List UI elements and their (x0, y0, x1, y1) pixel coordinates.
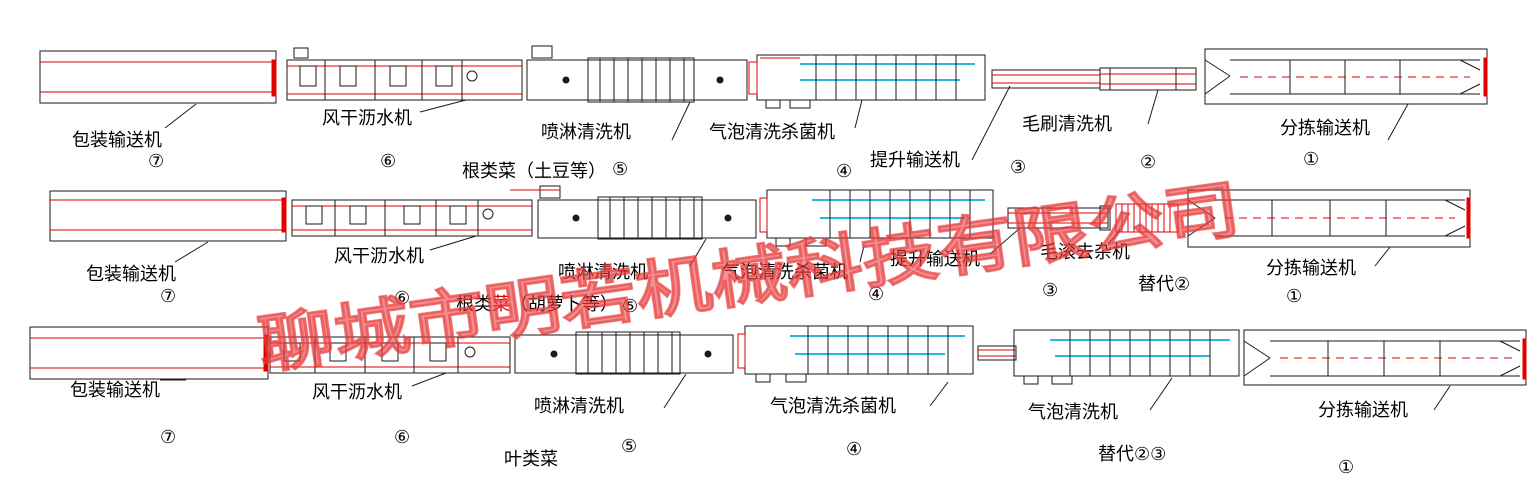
r3-packaging-conveyor-drawing (29, 326, 269, 380)
r2-category-suffix: （胡萝卜等） (510, 294, 618, 315)
r1-num-lift-conveyor: ③ (1010, 157, 1026, 178)
row-2-leaders (174, 227, 1391, 267)
r1-sorting-conveyor-drawing (1204, 48, 1488, 105)
r3-spray-washer-drawing (514, 331, 734, 375)
r1-num-air-dryer: ⑥ (380, 151, 396, 172)
r1-label-lift-conveyor: 提升输送机 (870, 150, 960, 171)
r3-sorting-conveyor-drawing (1243, 329, 1527, 386)
r2-label-roller-debris: 毛滚去杂机 (1040, 242, 1130, 263)
r2-packaging-conveyor-drawing (49, 190, 287, 242)
r1-num-bubble-sterilizer: ④ (836, 161, 852, 182)
row-3-equipment (29, 325, 1527, 386)
row-1-equipment (39, 45, 1488, 109)
row-1-leaders (164, 85, 1409, 161)
r1-num-packaging: ⑦ (148, 151, 164, 172)
r2-label-spray-washer: 喷淋清洗机 (558, 262, 648, 283)
r1-air-dryer-drawing (286, 47, 523, 101)
r3-num-packaging: ⑦ (160, 427, 176, 448)
r2-lift-conveyor-drawing (1007, 205, 1111, 231)
r1-num-brush-washer: ② (1140, 152, 1156, 173)
r1-label-sorting-conveyor: 分拣输送机 (1280, 118, 1370, 139)
r2-sorting-conveyor-drawing (1187, 189, 1471, 248)
row-3-leaders (160, 372, 1451, 411)
r3-label-bubble-sterilizer: 气泡清洗杀菌机 (770, 396, 896, 417)
r2-air-dryer-drawing (291, 199, 533, 237)
r3-bubble-washer-drawing (977, 329, 1240, 385)
r2-num-roller-debris: ③ (1042, 280, 1058, 301)
r1-lift-conveyor-drawing (991, 69, 1101, 89)
r2-replace-note: 替代② (1138, 274, 1190, 295)
r3-category: 叶类菜 (504, 449, 558, 470)
r3-air-dryer-drawing (269, 336, 511, 374)
r1-label-brush-washer: 毛刷清洗机 (1022, 114, 1112, 135)
r1-brush-washer-drawing (1099, 67, 1197, 91)
r2-num-sorting-conveyor: ① (1286, 286, 1302, 307)
r2-label-bubble-sterilizer: 气泡清洗杀菌机 (722, 262, 848, 283)
r3-label-spray-washer: 喷淋清洗机 (534, 396, 624, 417)
company-watermark: 聊城市明若机械科技有限公司 (254, 173, 1245, 384)
r2-num-bubble-sterilizer: ④ (868, 284, 884, 305)
r2-bubble-sterilizer-drawing (759, 189, 994, 247)
r3-num-air-dryer: ⑥ (394, 427, 410, 448)
row-1-labels: 包装输送机 ⑦ 风干沥水机 ⑥ 喷淋清洗机 ⑤ 根类菜（土豆等） 气泡清洗杀菌机… (72, 108, 1370, 182)
r1-spray-washer-drawing (526, 45, 748, 103)
r3-num-spray-washer: ⑤ (621, 436, 637, 457)
r1-category: 根类菜（土豆等） (462, 161, 606, 182)
r2-num-air-dryer: ⑥ (394, 288, 410, 309)
r1-label-spray-washer: 喷淋清洗机 (541, 122, 631, 143)
r2-label-sorting-conveyor: 分拣输送机 (1266, 258, 1356, 279)
r1-packaging-conveyor-drawing (39, 50, 277, 104)
r3-replace-note: 替代②③ (1098, 444, 1166, 465)
r1-label-air-dryer: 风干沥水机 (322, 108, 412, 129)
r3-num-bubble-sterilizer: ④ (846, 439, 862, 460)
r2-category: 根类菜（胡萝卜等） (456, 294, 618, 315)
r2-category-prefix: 根类 (456, 294, 492, 315)
r3-num-sorting-conveyor: ① (1338, 457, 1354, 478)
r2-category-highlight: 菜 (492, 294, 510, 315)
r2-label-air-dryer: 风干沥水机 (334, 246, 424, 267)
r1-bubble-sterilizer-drawing (748, 54, 986, 109)
r3-bubble-sterilizer-drawing (737, 325, 974, 383)
r2-roller-debris-machine-drawing (1115, 203, 1179, 233)
r3-label-bubble-washer: 气泡清洗机 (1028, 402, 1118, 423)
row-2-labels: 包装输送机 ⑦ 风干沥水机 ⑥ 喷淋清洗机 ⑤ 根类菜（胡萝卜等） 气泡清洗杀菌… (86, 242, 1356, 317)
row-3-labels: 包装输送机 ⑦ 风干沥水机 ⑥ 喷淋清洗机 ⑤ 叶类菜 气泡清洗杀菌机 ④ 气泡… (70, 380, 1408, 478)
r1-num-sorting-conveyor: ① (1303, 149, 1319, 170)
r1-num-spray-washer: ⑤ (612, 159, 628, 180)
row-2-equipment (49, 185, 1471, 248)
r2-spray-washer-drawing (510, 185, 757, 240)
r1-label-bubble-sterilizer: 气泡清洗杀菌机 (709, 122, 835, 143)
r2-label-packaging: 包装输送机 (86, 264, 176, 285)
r3-label-sorting-conveyor: 分拣输送机 (1318, 400, 1408, 421)
r3-label-air-dryer: 风干沥水机 (312, 382, 402, 403)
r2-num-packaging: ⑦ (160, 286, 176, 307)
r2-label-lift-conveyor: 提升输送机 (890, 249, 980, 270)
r3-label-packaging: 包装输送机 (70, 380, 160, 401)
r2-num-spray-washer: ⑤ (622, 296, 638, 317)
r1-label-packaging: 包装输送机 (72, 130, 162, 151)
